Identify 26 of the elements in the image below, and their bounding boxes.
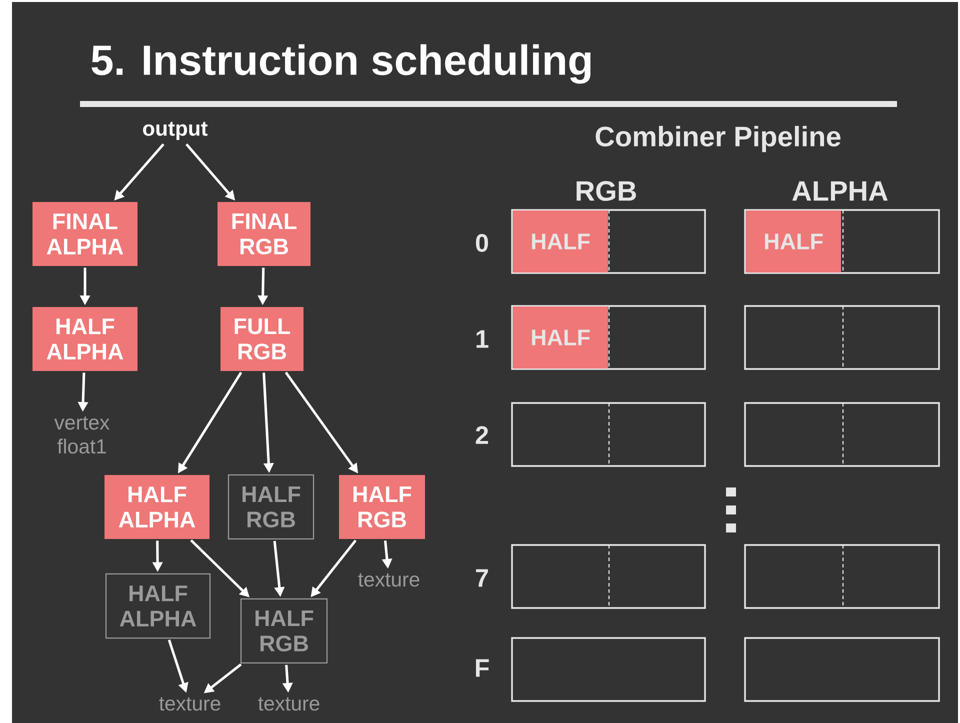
slide-title: 5. Instruction scheduling [92,44,591,84]
node-label: vertex float1 [54,416,110,454]
column-heading: ALPHA [792,181,888,201]
node-label: output [143,122,208,140]
operation-box: FINAL RGB [218,202,310,266]
operation-box: HALF ALPHA [104,475,210,539]
operation-box: FULL RGB [220,307,304,371]
node-label: texture [258,697,320,711]
half-slot: HALF [746,210,842,272]
row-number: 2 [476,426,488,444]
half-slot: HALF [513,210,608,272]
node-label: texture [159,697,220,711]
node-label: texture [358,573,420,587]
panel-heading: Combiner Pipeline [596,126,840,152]
operation-box: FINAL ALPHA [32,202,138,266]
operation-box: HALF RGB [228,474,314,540]
operation-box: HALF RGB [240,598,328,664]
half-slot: HALF [513,306,608,368]
row-number: F [476,659,489,677]
operation-box: HALF ALPHA [32,307,138,371]
column-heading: RGB [576,181,636,201]
row-number: 1 [476,330,488,348]
operation-box: HALF RGB [339,475,425,539]
row-number: 0 [476,234,488,252]
row-number: 7 [476,569,488,587]
operation-box: HALF ALPHA [105,573,211,639]
